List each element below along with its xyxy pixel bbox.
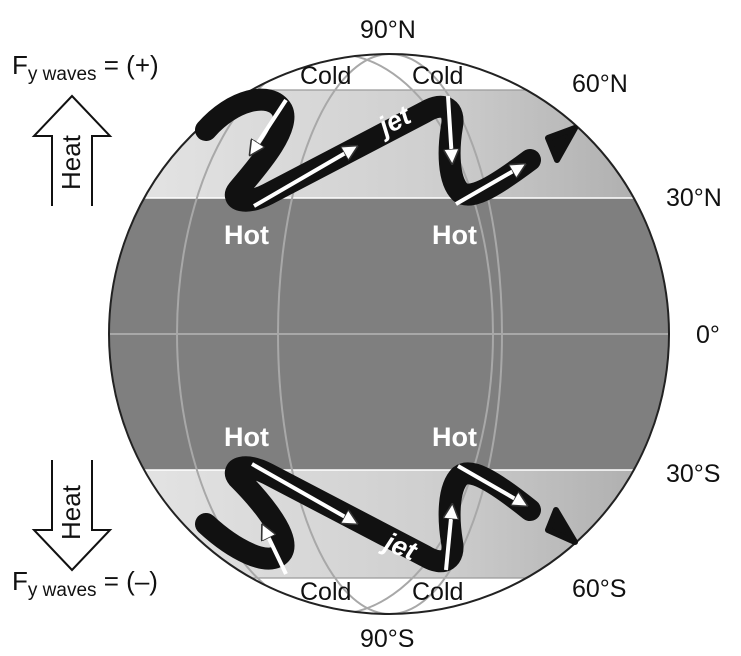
heat-label-north: Heat [56, 134, 86, 190]
flux-subscript-north: y waves [28, 64, 97, 85]
cold-label-north-1: Cold [300, 62, 351, 90]
cold-label-north-2: Cold [412, 62, 463, 90]
heat-arrow-north-2 [455, 166, 522, 206]
jet-arrowhead-south [545, 507, 578, 545]
hot-label-north-2: Hot [432, 220, 477, 250]
lat-label-90n: 90°N [360, 16, 416, 44]
heat-arrow-south-2 [457, 464, 524, 504]
lat-label-60n: 60°N [572, 70, 628, 98]
cold-arrow-north-2 [448, 95, 452, 160]
hot-label-south-2: Hot [432, 422, 477, 452]
hot-label-north-1: Hot [224, 220, 269, 250]
lat-label-equator: 0° [696, 321, 720, 349]
cold-arrow-south-1 [264, 528, 288, 575]
flux-subscript-south: y waves [28, 580, 97, 601]
lat-label-60s: 60°S [572, 575, 626, 603]
heat-arrow-up: Heat [31, 94, 113, 206]
cold-label-south-2: Cold [412, 578, 463, 606]
flux-symbol-south: F [12, 566, 28, 596]
lat-label-90s: 90°S [360, 625, 414, 653]
lat-label-30n: 30°N [666, 184, 722, 212]
flux-symbol-north: F [12, 50, 28, 80]
flux-label-north: Fy waves = (+) [12, 50, 159, 85]
cold-arrow-north-1 [252, 98, 288, 152]
down-arrow-icon [31, 460, 113, 572]
up-arrow-icon [31, 94, 113, 206]
flux-value-north: = (+) [97, 50, 159, 80]
heat-arrow-down: Heat [31, 460, 113, 572]
flux-label-south: Fy waves = (–) [12, 566, 158, 601]
heat-arrow-north-1 [252, 148, 354, 208]
lat-label-30s: 30°S [666, 460, 720, 488]
heat-label-south: Heat [56, 484, 86, 540]
meridian-right [277, 54, 503, 614]
heat-arrow-south-1 [251, 462, 354, 522]
cold-label-south-1: Cold [300, 578, 351, 606]
flux-value-south: = (–) [97, 566, 158, 596]
hot-label-south-1: Hot [224, 422, 269, 452]
jet-north: jet [195, 88, 578, 212]
meridian-left [176, 54, 494, 614]
jet-arrowhead-north [545, 125, 578, 163]
globe-outline [108, 53, 670, 615]
cold-arrow-south-2 [446, 508, 452, 571]
